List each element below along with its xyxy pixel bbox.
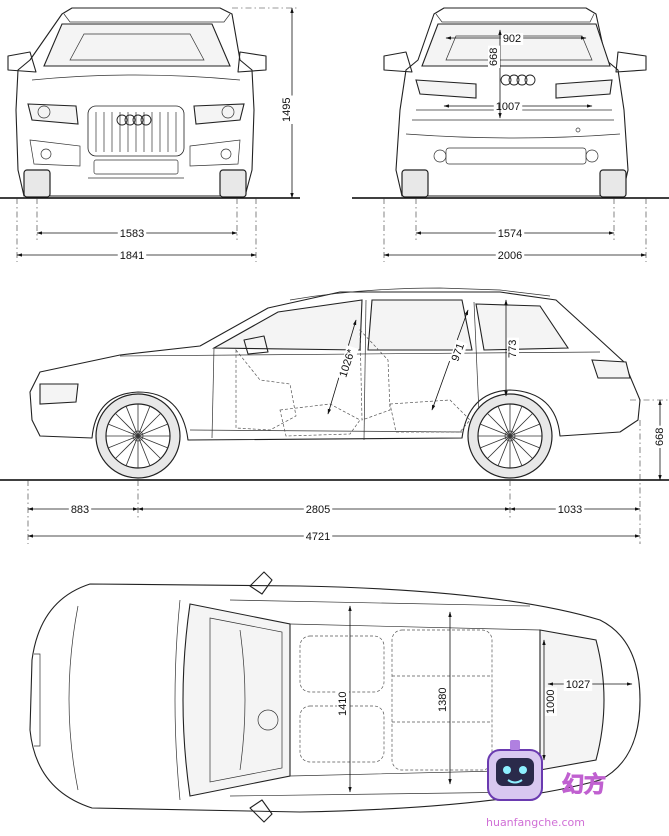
- dimension-label-backing: [500, 33, 524, 45]
- dimension-label-backing: [303, 531, 333, 543]
- dimension-label-backing: [555, 504, 585, 516]
- overall-height-label: 1495: [281, 98, 293, 122]
- top-view: [29, 571, 641, 823]
- rear-view-dimensions: 1574 2006 902 1007 668: [383, 29, 647, 262]
- load-sill-label: 668: [654, 428, 666, 446]
- front-width-label: 1841: [120, 250, 144, 262]
- rear-overhang-label: 1033: [558, 504, 582, 516]
- rear-track-label: 1574: [498, 228, 522, 240]
- dimension-label-backing: [495, 250, 525, 262]
- rear-view: [352, 7, 669, 199]
- dimension-label-backing: [488, 45, 500, 68]
- dimension-label-backing: [654, 425, 666, 448]
- load-bottom-width-label: 1007: [496, 101, 520, 113]
- watermark: 幻方 huanfangche.com: [486, 740, 607, 829]
- dimension-label-backing: [437, 685, 449, 714]
- front-view-dimensions: 1583 1841 1495: [16, 7, 298, 262]
- overall-length-label: 4721: [306, 531, 330, 543]
- watermark-brand-text: 幻方: [562, 772, 606, 798]
- cargo-floor-width-label: 1000: [545, 690, 557, 714]
- dimension-label-backing: [117, 228, 147, 240]
- dimension-label-backing: [563, 679, 593, 691]
- dimension-label-backing: [336, 345, 359, 381]
- side-view: [0, 287, 669, 481]
- front-track-label: 1583: [120, 228, 144, 240]
- dimension-label-backing: [68, 504, 92, 516]
- side-view-dimensions: 1026* 971 773 668 883 2805 1033 4721: [27, 299, 668, 544]
- dimension-label-backing: [545, 687, 557, 716]
- width-mirrors-label: 2006: [498, 250, 522, 262]
- interior-rear-width-label: 1380: [437, 688, 449, 712]
- dimension-label-backing: [117, 250, 147, 262]
- front-headroom-label: 1026*: [337, 347, 358, 379]
- load-top-width-label: 902: [503, 33, 521, 45]
- rear-headroom-label: 971: [450, 342, 468, 363]
- dimension-label-backing: [303, 504, 333, 516]
- cargo-floor-length-label: 1027: [566, 679, 590, 691]
- load-height-label: 668: [488, 48, 500, 66]
- watermark-url-text: huanfangche.com: [486, 816, 585, 829]
- front-view: [0, 7, 300, 199]
- door-height-label: 773: [507, 340, 519, 358]
- interior-front-width-label: 1410: [337, 692, 349, 716]
- wheelbase-label: 2805: [306, 504, 330, 516]
- dimension-label-backing: [337, 689, 349, 718]
- dimension-label-backing: [448, 339, 468, 365]
- brand-logo-rear: [500, 74, 536, 86]
- brand-logo-front: [116, 114, 152, 126]
- dimension-label-backing: [281, 95, 293, 124]
- top-view-dimensions: 1410 1380 1000 1027: [337, 605, 633, 793]
- mascot-icon: [487, 740, 543, 801]
- front-overhang-label: 883: [71, 504, 89, 516]
- dimension-label-backing: [507, 337, 519, 360]
- dimension-label-backing: [495, 228, 525, 240]
